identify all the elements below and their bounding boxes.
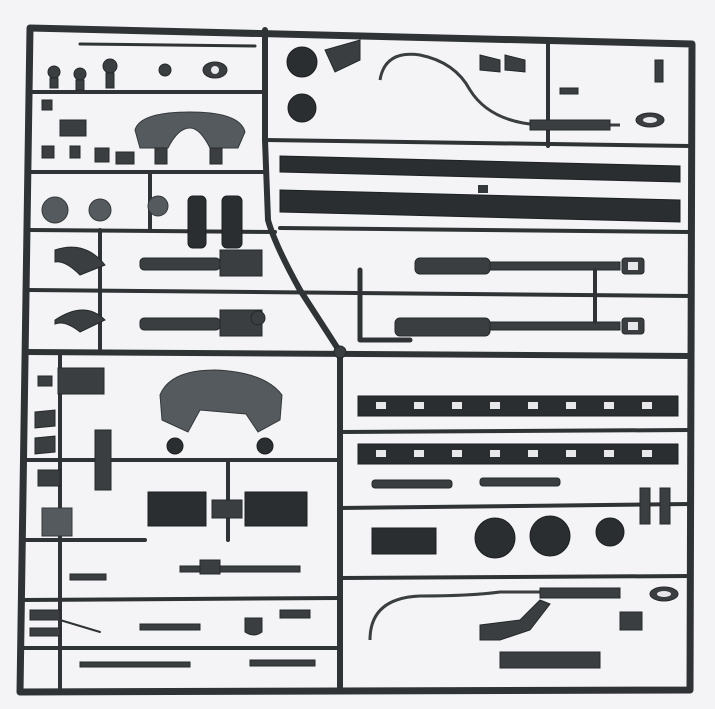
hatch-plate-left: [147, 491, 207, 527]
base-plate: [499, 651, 601, 669]
fender-rail-2: [279, 189, 681, 223]
tube-part-2: [394, 317, 491, 337]
long-rails: [279, 155, 681, 223]
perforated-strip-1: [357, 395, 679, 417]
tow-cable: [378, 52, 620, 127]
hatch-plate-right: [244, 491, 308, 527]
mid-right-tubes: [357, 257, 645, 343]
fender-rail-1: [279, 155, 681, 183]
curved-shield-part: [134, 111, 246, 149]
top-left-parts: [41, 42, 257, 249]
lower-left-parts: [29, 367, 316, 668]
tube-part-1: [414, 257, 491, 275]
lower-right-parts: [357, 395, 679, 669]
mid-left-parts: [54, 246, 266, 337]
top-right-parts: [286, 39, 665, 131]
perforated-strip-2: [357, 443, 679, 465]
gun-shield: [159, 369, 283, 433]
tow-cable-lower: [368, 590, 620, 641]
box-part: [371, 527, 437, 555]
hatch-box: [41, 507, 73, 537]
